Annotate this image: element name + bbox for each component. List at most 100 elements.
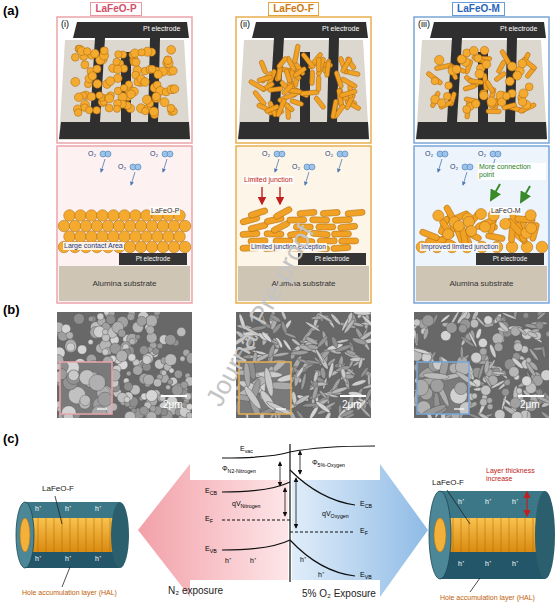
nanoparticle [69,220,81,232]
nanoparticle [487,97,496,106]
nanoparticle [108,210,120,222]
nanorod [300,52,315,70]
sem-grain [502,388,510,396]
nanoparticle [163,231,175,243]
sem-grain [351,379,367,388]
sem-grain [481,385,491,395]
sem-grain [364,388,371,402]
sem-grain [536,312,546,321]
nanoparticle [431,77,439,85]
sem-grain [446,322,457,333]
sem-grain [311,385,319,400]
sem-grain [165,354,177,366]
panel-frame [57,146,192,303]
sem-grain [331,386,348,395]
nanorod [273,206,293,221]
sem-grain [102,329,108,335]
nanoparticle [135,241,147,253]
sem-grain [172,385,183,396]
scale-label: 2μm [163,399,183,411]
sem-grain [102,349,109,356]
nanorod [259,59,268,74]
substrate-band: Alumina substrate [59,266,190,301]
sem-grain [180,356,185,361]
electrode-band: Pt electrode [119,253,187,265]
nanoparticle [149,107,158,116]
sem-grain [102,334,110,342]
sem-grain [495,410,506,419]
nanoparticle [80,220,92,232]
sem-grain [546,331,549,337]
nanoparticle [152,92,160,100]
nanoparticle [445,82,453,90]
sem-grain [166,385,171,390]
sem-grain [74,313,85,324]
nanoparticle [108,231,120,243]
sem-grain [483,360,490,375]
nanoparticle [88,72,97,81]
nanoparticle [130,231,142,243]
sem-grain [316,312,333,324]
exposure-label: 5% O₂ Exposure [302,588,376,600]
nanoparticle [83,48,91,56]
nanorod [257,74,273,83]
gas-arrow [101,159,105,172]
oxygen-molecule [167,151,173,157]
nanorod [320,209,340,217]
nanoparticle [119,231,131,243]
sem-grain [272,351,289,357]
sem-grain [496,316,501,321]
nanorod [300,90,320,96]
nanorod-cylinder [16,502,129,568]
nanoparticle [466,226,477,237]
scale-bar [340,395,366,397]
substrate-band: Alumina substrate [416,266,547,301]
sem-grain [421,402,448,414]
sem-grain [470,319,479,328]
nanorod [297,209,317,217]
nanoparticle [154,71,162,79]
panel-numeral: (i) [61,19,69,30]
sem-grain [455,382,468,395]
sem-grain [414,319,420,326]
nanoparticle [64,210,76,222]
annotation: Layer thickness increase [486,467,554,484]
sem-grain [177,327,186,336]
nanorod [340,76,358,89]
annotation: Improved limited junction [420,243,499,251]
sem-grain [330,336,339,349]
scale-bar [97,408,107,409]
nanoparticle [476,209,487,220]
nanoparticle [96,92,103,99]
nanoparticle [100,47,108,55]
sem-grain [165,334,176,345]
sem-grain [280,312,287,320]
sem-grain [133,366,143,376]
panel-letter: (b) [3,302,20,318]
sem-grain [97,313,104,320]
thickness-marker [526,492,527,516]
nanoparticle [164,56,172,64]
node-text: Pt electrode [136,255,171,262]
panel-frame [236,17,371,143]
sem-grain [267,344,276,359]
scale-bar [161,395,187,397]
oxygen-molecule [442,151,448,157]
nanoparticle [88,93,96,101]
oxygen-molecule [279,151,285,157]
electrode-band: Pt electrode [476,253,544,265]
sem-grain [523,313,529,319]
nanoparticle [179,220,191,232]
subscript: CB [365,503,372,509]
sem-grain [169,368,174,373]
annotation: Limited junction [243,176,294,184]
sem-grain [341,318,350,332]
gas-label: O₂ [450,163,458,171]
band-label: EVB [205,545,217,553]
nanoparticle [64,231,76,243]
nanorod [463,83,477,91]
nanoparticle [480,46,488,54]
nanoparticle [113,220,125,232]
charge-symbol: h⁺ [512,560,518,568]
